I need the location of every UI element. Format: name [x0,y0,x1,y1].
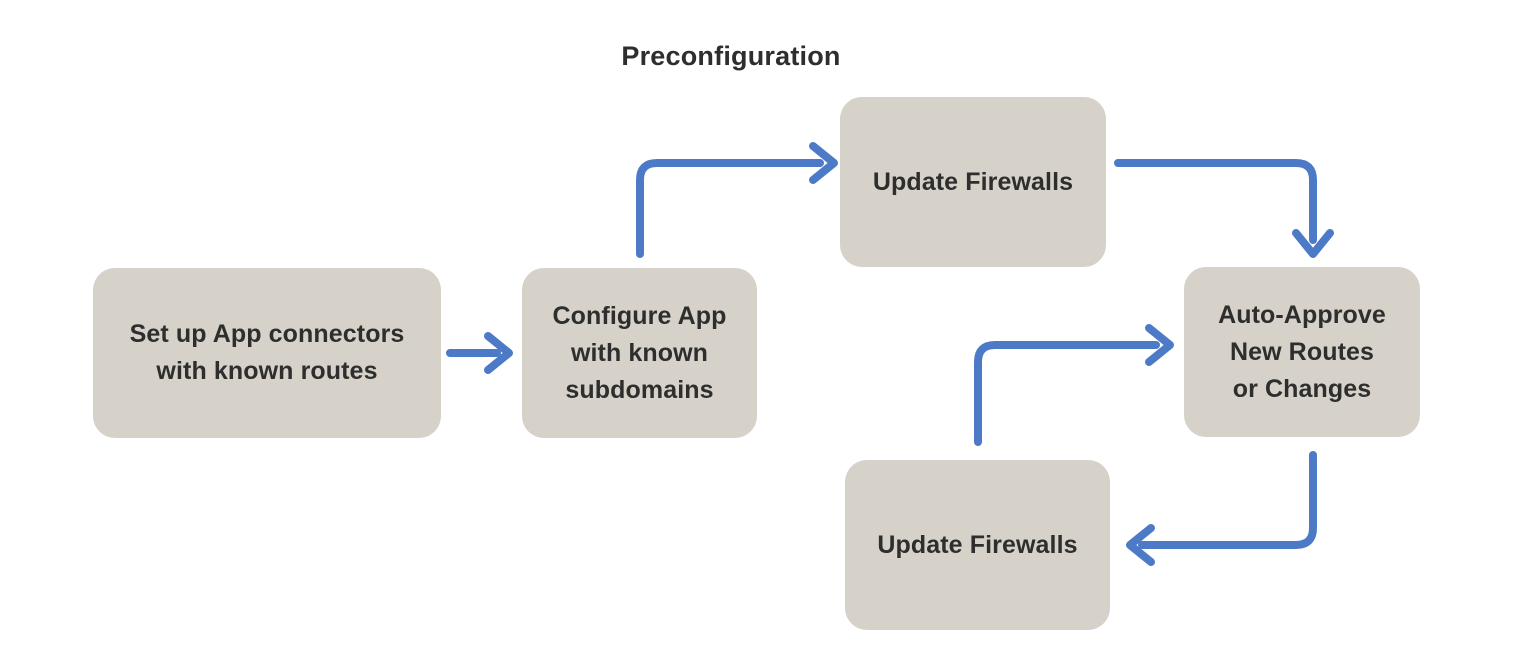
arrow-auto-approve-to-firewalls-bottom [1126,451,1317,566]
node-auto-approve: Auto-Approve New Routes or Changes [1184,267,1420,437]
node-setup-app-connectors: Set up App connectors with known routes [93,268,441,438]
node-update-firewalls-bottom: Update Firewalls [845,460,1110,630]
arrow-firewalls-bottom-to-auto-approve [974,324,1174,446]
node-update-firewalls-top: Update Firewalls [840,97,1106,267]
node-configure-app: Configure App with known subdomains [522,268,757,438]
arrow-firewalls-top-to-auto-approve [1114,159,1334,258]
arrow-setup-to-configure [446,332,513,374]
arrow-configure-to-firewalls-top [636,142,838,258]
diagram-title: Preconfiguration [621,41,841,71]
